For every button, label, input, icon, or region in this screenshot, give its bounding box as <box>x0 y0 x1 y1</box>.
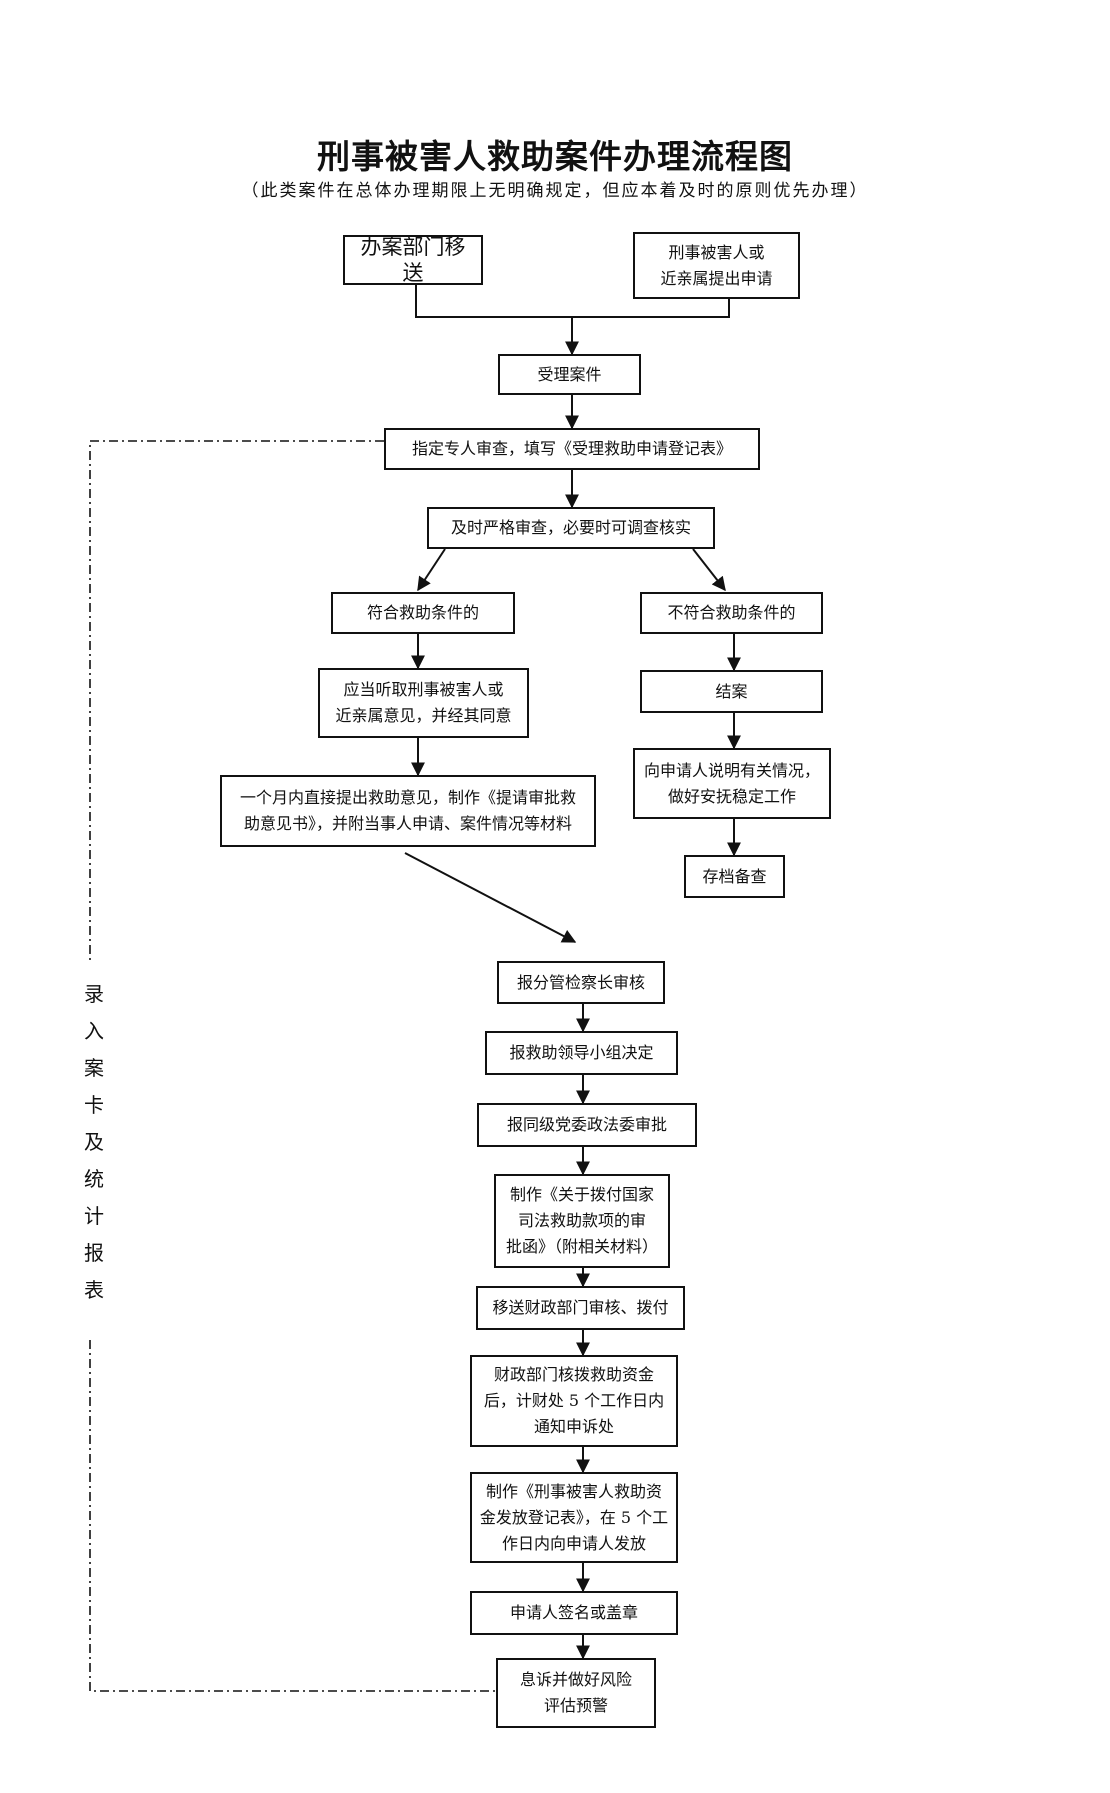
node-risk: 息诉并做好风险 评估预警 <box>496 1658 656 1728</box>
node-committee: 报同级党委政法委审批 <box>477 1103 697 1147</box>
node-notify: 财政部门核拨救助资金 后，计财处 5 个工作日内 通知申诉处 <box>470 1355 678 1447</box>
connector-transfer <box>415 284 572 318</box>
side-loop-top <box>89 440 384 960</box>
node-register: 制作《刑事被害人救助资 金发放登记表》，在 5 个工 作日内向申请人发放 <box>470 1472 678 1563</box>
connector-apply <box>572 299 730 318</box>
arrow-to-chief <box>404 852 577 943</box>
node-review: 及时严格审查，必要时可调查核实 <box>427 507 715 549</box>
node-propose: 一个月内直接提出救助意见，制作《提请审批救 助意见书》，并附当事人申请、案件情况… <box>220 775 596 847</box>
side-loop-bottom <box>89 1340 495 1692</box>
node-sign: 申请人签名或盖章 <box>470 1591 678 1635</box>
side-label: 录 入 案 卡 及 统 计 报 表 <box>84 982 104 1302</box>
node-transfer: 办案部门移送 <box>343 235 483 285</box>
node-group: 报救助领导小组决定 <box>485 1031 678 1075</box>
node-explain: 向申请人说明有关情况， 做好安抚稳定工作 <box>633 748 831 819</box>
node-chief: 报分管检察长审核 <box>497 961 665 1004</box>
node-close: 结案 <box>640 670 823 713</box>
node-eligible: 符合救助条件的 <box>331 592 515 634</box>
node-finance: 移送财政部门审核、拨付 <box>476 1286 685 1330</box>
page-title: 刑事被害人救助案件办理流程图 <box>317 137 793 176</box>
node-assign: 指定专人审查，填写《受理救助申请登记表》 <box>384 428 760 470</box>
node-accept: 受理案件 <box>498 354 641 395</box>
arrow-to-eligible <box>417 548 446 592</box>
arrow-to-ineligible <box>692 548 726 592</box>
node-ineligible: 不符合救助条件的 <box>640 592 823 634</box>
node-letter: 制作《关于拨付国家 司法救助款项的审 批函》（附相关材料） <box>494 1174 670 1268</box>
node-apply: 刑事被害人或 近亲属提出申请 <box>633 232 800 299</box>
node-hear: 应当听取刑事被害人或 近亲属意见，并经其同意 <box>318 668 529 738</box>
node-archive: 存档备查 <box>684 855 785 898</box>
page-subtitle: （此类案件在总体办理期限上无明确规定，但应本着及时的原则优先办理） <box>241 181 869 201</box>
